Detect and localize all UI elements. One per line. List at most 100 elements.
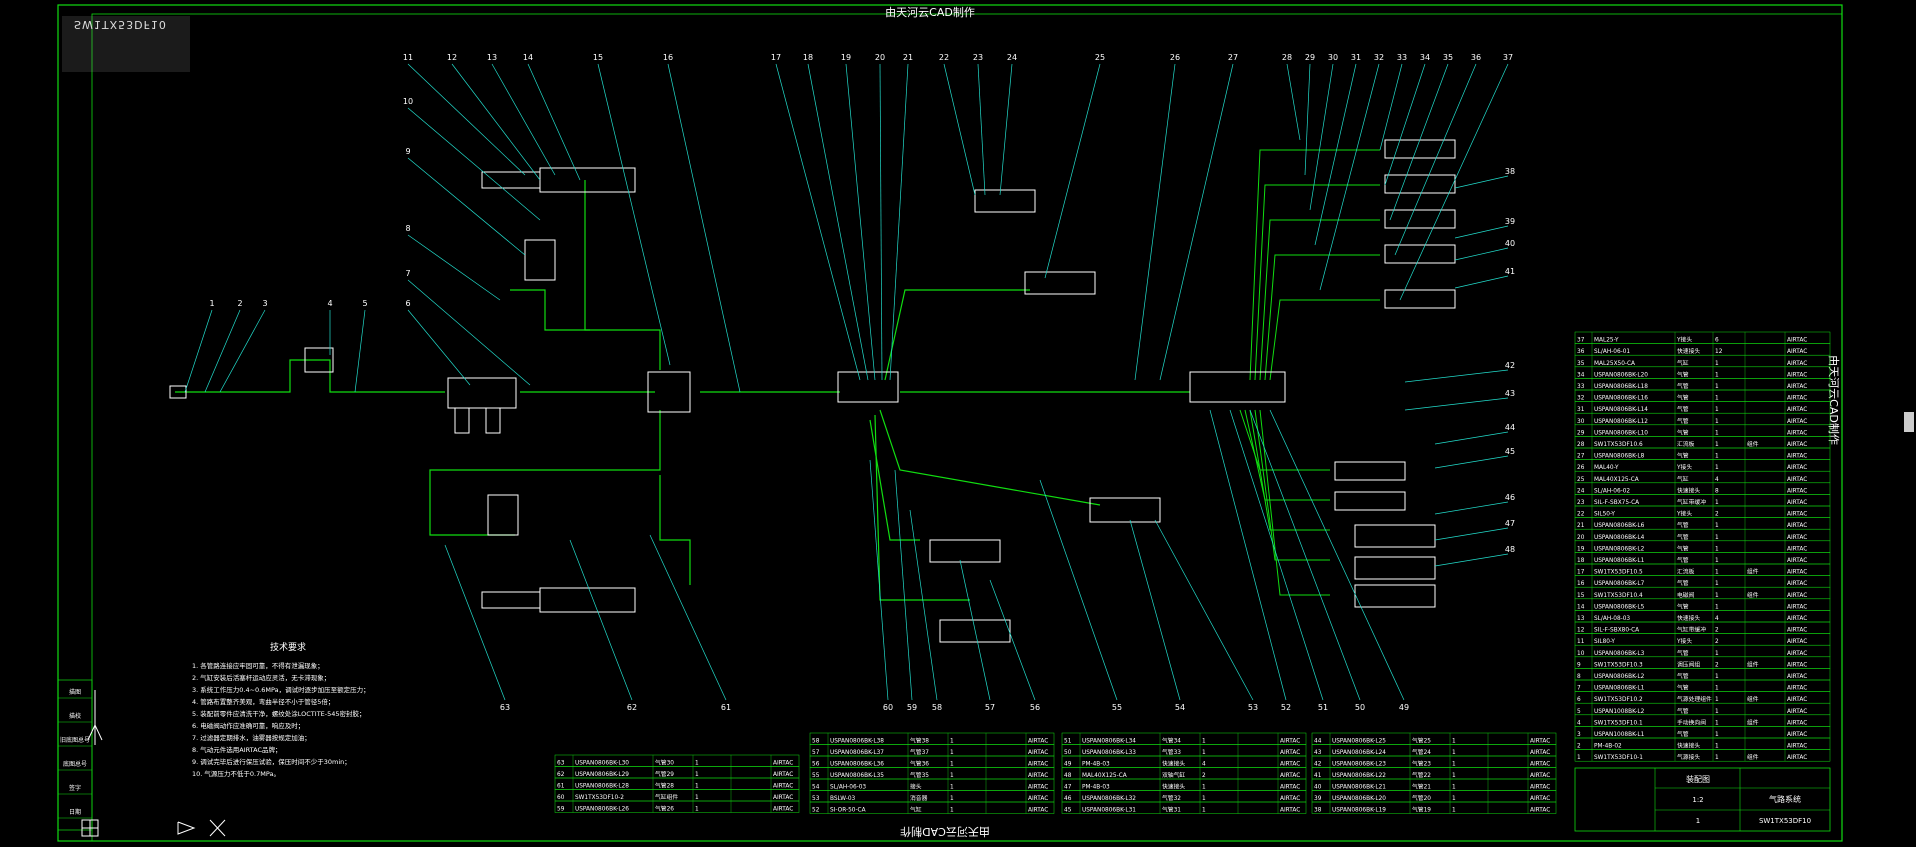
bom-cell: BSLW-03 (830, 796, 856, 802)
bom-cell: AIRTAC (1787, 570, 1807, 576)
bom-cell: 9 (1577, 662, 1581, 668)
callout-number: 40 (1505, 239, 1515, 248)
bom-cell: 28 (1577, 442, 1585, 448)
bom-cell: SL/AH-06-02 (1594, 488, 1630, 494)
callout-number: 42 (1505, 361, 1515, 370)
scrollbar-thumb[interactable] (1904, 412, 1914, 432)
callout-number: 12 (447, 53, 457, 62)
bom-cell: 气管29 (655, 770, 674, 778)
bom-cell: AIRTAC (1787, 384, 1807, 390)
vertical-scrollbar[interactable] (1902, 0, 1916, 847)
bom-cell: 44 (1314, 739, 1322, 745)
bom-cell: 快速接头 (1677, 614, 1700, 622)
corner-marks (81, 690, 226, 837)
bom-row (809, 801, 1055, 814)
callout-number: 1 (209, 299, 214, 308)
bom-cell: 1 (1715, 674, 1719, 680)
bom-cell: 33 (1577, 384, 1585, 390)
bom-cell: 汇流板 (1677, 568, 1695, 576)
leader-line (879, 63, 883, 381)
bom-cell: AIRTAC (1280, 739, 1300, 745)
bom-cell: 1 (1715, 570, 1719, 576)
bom-cell: AIRTAC (1787, 616, 1807, 622)
main-air-line (175, 180, 1190, 601)
bom-cell: USPAN0806BK-L33 (1082, 750, 1136, 756)
bom-cell: 34 (1577, 372, 1585, 378)
bom-cell: 气缸带缓冲 (1677, 626, 1706, 634)
bom-cell: 调压阀组 (1677, 660, 1700, 668)
bom-cell: 11 (1577, 639, 1585, 645)
frl-unit (447, 377, 517, 409)
bom-cell: 1 (1202, 785, 1206, 791)
callout-number: 10 (403, 97, 413, 106)
bom-cell: USPAN0806BK-L21 (1332, 785, 1386, 791)
note-line: 7. 过滤器定期排水，油雾器按规定加油； (192, 733, 311, 742)
bom-cell: 37 (1577, 338, 1585, 344)
bom-cell: 1 (1715, 430, 1719, 436)
bom-cell: AIRTAC (1028, 785, 1048, 791)
bom-cell: 1 (695, 772, 699, 778)
bom-cell: AIRTAC (1787, 523, 1807, 529)
bom-cell: 1 (950, 739, 954, 745)
bom-cell: 46 (1064, 796, 1072, 802)
bom-cell: AIRTAC (773, 772, 793, 778)
notes-title: 技术要求 (270, 641, 306, 653)
manual-valve (304, 347, 334, 373)
bom-cell: 组件 (1747, 440, 1759, 448)
bom-cell: SW1TX53DF10.5 (1594, 570, 1643, 576)
note-line: 3. 系统工作压力0.4~0.6MPa，调试时逐步加压至额定压力； (192, 685, 370, 694)
bom-cell: 4 (1715, 477, 1719, 483)
bom-cell: USPAN0806BK-L29 (575, 772, 629, 778)
title-drawing-name: 气路系统 (1769, 794, 1801, 804)
leader-line (1129, 519, 1181, 701)
cylinder-c22 (974, 189, 1036, 213)
stamp-label: 描校 (69, 712, 81, 720)
bom-cell: 21 (1577, 523, 1585, 529)
bom-cell: 气管 (1677, 684, 1689, 692)
leader-line (1404, 369, 1509, 383)
leader-line (649, 534, 727, 701)
leader-line (1454, 247, 1509, 261)
bom-cell: 1 (1715, 442, 1719, 448)
bom-cell: 60 (557, 795, 565, 801)
bom-cell: 13 (1577, 616, 1585, 622)
bom-row (1311, 801, 1557, 814)
callout-number: 44 (1505, 423, 1515, 432)
cylinder-c25 (1024, 271, 1096, 295)
callout-number: 25 (1095, 53, 1105, 62)
stamp-label: 底图总号 (63, 760, 87, 768)
bom-cell: 气缸 (1677, 359, 1689, 367)
bom-cell: 31 (1577, 407, 1585, 413)
leader-line (219, 309, 266, 393)
bom-cell: AIRTAC (1787, 581, 1807, 587)
bom-cell: 58 (812, 739, 820, 745)
leader-line (1434, 455, 1509, 469)
callout-number: 63 (500, 703, 510, 712)
callout-number: 2 (237, 299, 242, 308)
bom-cell: 气管 (1677, 452, 1689, 460)
bom-cell: 61 (557, 784, 565, 790)
bom-cell: 23 (1577, 500, 1585, 506)
leader-line (451, 63, 541, 181)
callout-number: 48 (1505, 545, 1515, 554)
bom-cell: AIRTAC (1787, 430, 1807, 436)
bom-cell: 手动换向阀 (1677, 718, 1706, 726)
callout-number: 38 (1505, 167, 1515, 176)
bom-cell: USPAN1008BK-L1 (1594, 732, 1645, 738)
bom-cell: AIRTAC (1787, 709, 1807, 715)
bom-cell: 1 (1202, 808, 1206, 814)
bom-cell: 5 (1577, 709, 1581, 715)
bom-cell: PM-4B-02 (1594, 744, 1622, 750)
bom-cell: USPAN0806BK-L38 (830, 739, 884, 745)
bom-cell: USPAN0806BK-L32 (1082, 796, 1136, 802)
inner-frame (91, 13, 1843, 842)
bom-cell: AIRTAC (1530, 739, 1550, 745)
bom-cell: 4 (1715, 616, 1719, 622)
components (169, 139, 1456, 643)
bom-cell: 1 (1452, 739, 1456, 745)
bom-cell: 1 (1715, 454, 1719, 460)
bom-cell: AIRTAC (1530, 773, 1550, 779)
bom-cell: 35 (1577, 361, 1585, 367)
